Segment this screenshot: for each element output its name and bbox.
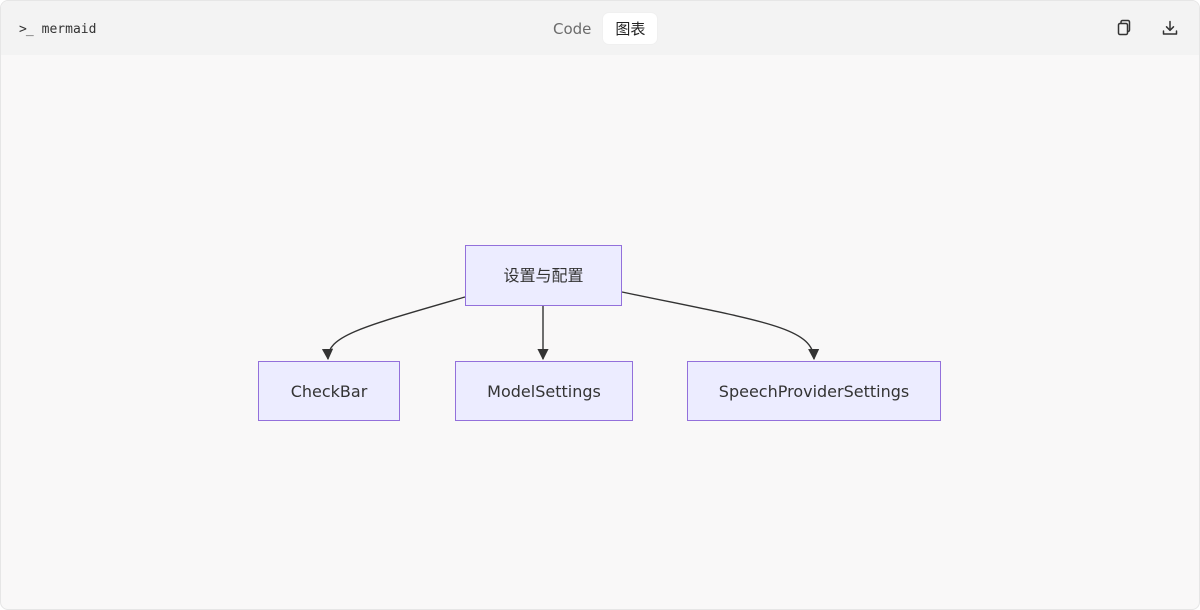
node-checkbar: CheckBar (258, 361, 400, 421)
toolbar-actions (1113, 17, 1181, 39)
tab-code[interactable]: Code (553, 19, 592, 38)
edge-root-checkbar (321, 296, 466, 361)
node-root: 设置与配置 (465, 245, 622, 306)
download-button[interactable] (1159, 17, 1181, 39)
language-indicator: >_ mermaid (19, 20, 96, 38)
node-root-label: 设置与配置 (503, 266, 583, 285)
copy-button[interactable] (1113, 17, 1135, 39)
download-icon (1162, 20, 1178, 35)
diagram-canvas: 设置与配置 CheckBar ModelSettings SpeechProvi… (1, 55, 1199, 609)
node-model-settings: ModelSettings (455, 361, 633, 421)
copy-icon (1117, 19, 1131, 36)
view-tabs: Code 图表 (541, 13, 658, 44)
terminal-prompt-icon: >_ (19, 21, 34, 37)
tab-diagram[interactable]: 图表 (603, 13, 658, 44)
edge-root-speech (621, 291, 820, 361)
language-label: mermaid (41, 21, 97, 37)
node-checkbar-label: CheckBar (291, 382, 368, 401)
flowchart-diagram: 设置与配置 CheckBar ModelSettings SpeechProvi… (258, 245, 941, 421)
node-speech-provider-settings: SpeechProviderSettings (687, 361, 941, 421)
code-block-toolbar: >_ mermaid Code 图表 (1, 1, 1199, 55)
node-speech-provider-settings-label: SpeechProviderSettings (719, 382, 909, 401)
node-model-settings-label: ModelSettings (487, 382, 601, 401)
